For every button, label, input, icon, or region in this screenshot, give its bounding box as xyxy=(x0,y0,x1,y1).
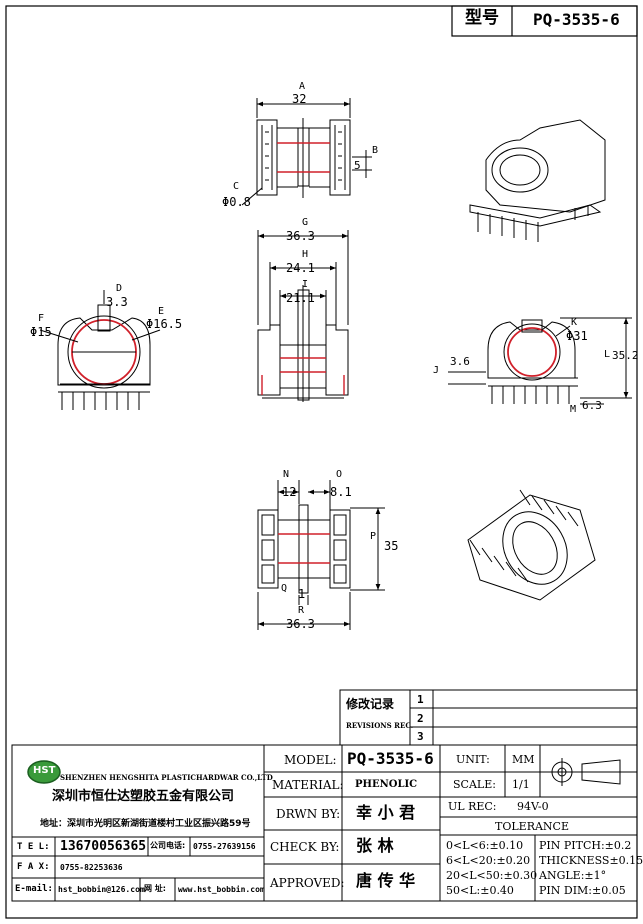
tolerance-label: TOLERANCE xyxy=(495,820,569,833)
dim-l-value: 35.2 xyxy=(612,349,639,362)
dim-k-letter: K xyxy=(571,317,578,328)
dim-f-letter: F xyxy=(38,313,45,324)
model-value: PQ-3535-6 xyxy=(347,749,434,768)
company-name-cn: 深圳市恒仕达塑胶五金有限公司 xyxy=(52,789,235,804)
dim-g-value: 36.3 xyxy=(286,229,315,243)
revisions-title-cn: 修改记录 xyxy=(346,697,395,711)
dim-e-value: Φ16.5 xyxy=(146,317,183,331)
approved-value: 唐 传 华 xyxy=(356,871,416,890)
dim-k-value: Φ31 xyxy=(566,329,588,343)
dim-q-letter: Q xyxy=(281,583,288,594)
dim-p-value: 35 xyxy=(384,539,399,553)
tolerance-2: 6<L<20:±0.20 xyxy=(446,854,531,867)
drawn-value: 幸 小 君 xyxy=(356,803,416,822)
company-logo-text: HST xyxy=(33,765,56,776)
material-label: MATERIAL: xyxy=(272,778,344,792)
header-model-box xyxy=(451,5,638,37)
ul-label: UL REC: xyxy=(448,800,497,813)
unit-label: UNIT: xyxy=(456,753,490,766)
dim-n-value: 12 xyxy=(282,485,297,499)
header-model-label: 型号 xyxy=(465,8,499,28)
phone-value: 0755-27639156 xyxy=(193,842,256,851)
dim-h-letter: H xyxy=(302,249,309,260)
tolerance-7: ANGLE:±1° xyxy=(539,869,607,882)
scale-value: 1/1 xyxy=(512,778,530,791)
tel-label: T E L: xyxy=(17,842,50,852)
tolerance-4: 50<L:±0.40 xyxy=(446,884,514,897)
dim-r-value: 36.3 xyxy=(286,617,315,631)
tolerance-1: 0<L<6:±0.10 xyxy=(446,839,524,852)
web-value: www.hst_bobbin.com xyxy=(178,885,265,894)
tolerance-8: PIN DIM:±0.05 xyxy=(539,884,626,897)
dim-m-letter: M xyxy=(570,404,577,415)
unit-value: MM xyxy=(512,753,535,766)
title-grid xyxy=(263,744,638,902)
dim-d-letter: D xyxy=(116,283,123,294)
left-side-view xyxy=(39,290,161,410)
tolerance-5: PIN PITCH:±0.2 xyxy=(539,839,632,852)
dim-c-letter: C xyxy=(233,181,240,192)
right-side-view xyxy=(448,317,632,405)
material-value: PHENOLIC xyxy=(355,779,418,790)
revision-mark-3: 3 xyxy=(417,730,424,743)
dim-h-value: 24.1 xyxy=(286,261,315,275)
check-label: CHECK BY: xyxy=(270,840,340,854)
dim-e-letter: E xyxy=(158,306,165,317)
dim-p-letter: P xyxy=(370,531,377,542)
dim-r-letter: R xyxy=(298,605,305,616)
web-label: 网 址: xyxy=(144,884,166,893)
dim-g-letter: G xyxy=(302,217,309,228)
dim-n-letter: N xyxy=(283,469,290,480)
fax-value: 0755-82253636 xyxy=(60,863,123,872)
phone-label: 公司电话: xyxy=(150,841,186,850)
isometric-view-top xyxy=(469,119,606,242)
dim-o-letter: O xyxy=(336,469,343,480)
drawn-label: DRWN BY: xyxy=(276,807,341,821)
ul-value: 94V-0 xyxy=(517,800,549,813)
dim-a-letter: A xyxy=(299,81,306,92)
dim-i-letter: I xyxy=(302,279,309,290)
check-value: 张 林 xyxy=(356,836,394,855)
dim-m-value: 6.3 xyxy=(582,399,602,412)
model-label: MODEL: xyxy=(284,753,337,767)
sheet-border xyxy=(5,5,638,919)
company-grid xyxy=(11,744,265,902)
dim-b-letter: B xyxy=(372,145,379,156)
dim-a-value: 32 xyxy=(292,92,307,106)
header-model-value: PQ-3535-6 xyxy=(533,10,620,29)
dim-o-value: 8.1 xyxy=(330,485,352,499)
dim-b-value: 5 xyxy=(354,159,361,172)
dim-j-value: 3.6 xyxy=(450,355,470,368)
front-view xyxy=(257,230,349,402)
scale-label: SCALE: xyxy=(453,778,496,791)
dim-q-value: 1 xyxy=(298,587,306,601)
tel-value: 13670056365 xyxy=(60,839,147,854)
dim-d-value: 3.3 xyxy=(106,295,128,309)
dim-j-letter: J xyxy=(433,365,440,376)
approved-label: APPROVED: xyxy=(270,876,345,890)
bottom-view xyxy=(257,480,385,630)
revisions-title-en: REVISIONS REC. xyxy=(346,721,414,730)
email-label: E-mail: xyxy=(15,884,53,894)
dim-c-value: Φ0.8 xyxy=(222,195,251,209)
fax-label: F A X: xyxy=(17,862,50,872)
dim-i-value: 21.1 xyxy=(286,291,315,305)
top-view xyxy=(241,98,372,206)
revision-mark-2: 2 xyxy=(417,712,424,725)
tolerance-6: THICKNESS±0.15 xyxy=(539,854,643,867)
dim-f-value: Φ15 xyxy=(30,325,52,339)
revision-mark-1: 1 xyxy=(417,693,424,706)
tolerance-3: 20<L<50:±0.30 xyxy=(446,869,538,882)
company-logo-badge xyxy=(27,760,61,784)
isometric-view-bottom xyxy=(467,489,596,601)
email-value: hst_bobbin@126.com xyxy=(58,885,145,894)
company-name-en: SHENZHEN HENGSHITA PLASTICHARDWAR CO.,LT… xyxy=(60,773,273,782)
company-address: 地址：深圳市光明区新湖街道楼村工业区振兴路59号 xyxy=(40,819,251,829)
dim-l-letter: L xyxy=(604,349,611,360)
